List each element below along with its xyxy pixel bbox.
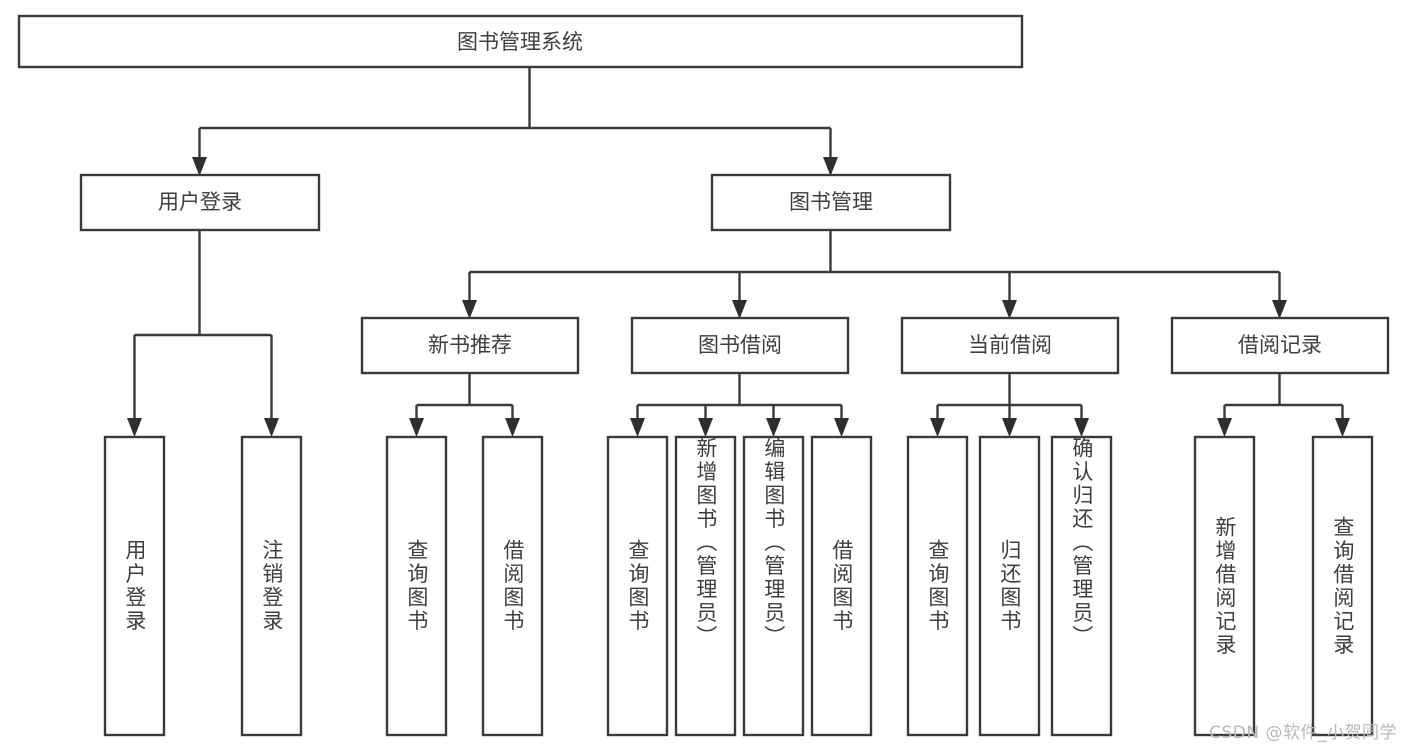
node-book-manage[interactable]: 图书管理 [710,173,952,232]
arrowhead-icon [409,418,424,437]
node-book-borrow-label: 图书借阅 [698,333,782,357]
arrowhead-icon [192,157,207,176]
leaf-box-borrow-edit-book[interactable] [742,435,805,737]
node-book-manage-box[interactable] [710,173,952,232]
leaf-box-group [103,435,1374,737]
connector-group [133,67,1344,420]
leaf-box-recommend-borrow-book[interactable] [481,435,544,737]
node-new-book-recommend-box[interactable] [360,316,580,375]
arrowhead-icon [930,418,945,437]
node-user-login-label: 用户登录 [158,190,242,214]
arrowhead-icon [1002,418,1017,437]
arrowhead-icon [505,418,520,437]
arrowhead-icon [823,157,838,176]
node-book-manage-label: 图书管理 [789,190,873,214]
leaf-box-current-query-book[interactable] [906,435,969,737]
arrowhead-icon [1272,300,1287,319]
leaf-box-user-login[interactable] [103,435,166,737]
node-book-borrow-box[interactable] [630,316,850,375]
arrowhead-icon [127,418,142,437]
arrowhead-icon [264,418,279,437]
node-root-label: 图书管理系统 [457,30,583,54]
leaf-box-current-confirm-return[interactable] [1050,435,1113,737]
node-user-login-box[interactable] [79,173,321,232]
node-root[interactable]: 图书管理系统 [17,14,1024,69]
node-current-borrow[interactable]: 当前借阅 [900,316,1120,375]
arrowhead-icon [1074,418,1089,437]
leaf-box-current-return-book[interactable] [978,435,1041,737]
arrowhead-icon [462,300,477,319]
node-borrow-record-label: 借阅记录 [1238,333,1322,357]
leaf-box-borrow-query-book[interactable] [606,435,669,737]
arrowhead-icon [1002,300,1017,319]
leaf-box-user-logout[interactable] [240,435,303,737]
arrowhead-icon [732,300,747,319]
node-current-borrow-box[interactable] [900,316,1120,375]
arrowhead-icon [834,418,849,437]
node-user-login[interactable]: 用户登录 [79,173,321,232]
leaf-box-recommend-query-book[interactable] [385,435,448,737]
leaf-box-record-add[interactable] [1193,435,1256,737]
node-borrow-record[interactable]: 借阅记录 [1170,316,1390,375]
leaf-box-borrow-add-book[interactable] [674,435,737,737]
leaf-box-record-query[interactable] [1311,435,1374,737]
node-root-box[interactable] [17,14,1024,69]
arrowhead-icon [766,418,781,437]
node-current-borrow-label: 当前借阅 [968,333,1052,357]
arrowhead-icon [1217,418,1232,437]
node-new-book-recommend-label: 新书推荐 [428,333,512,357]
arrowhead-icon [1335,418,1350,437]
arrowhead-icon [698,418,713,437]
arrowhead-icon [630,418,645,437]
node-new-book-recommend[interactable]: 新书推荐 [360,316,580,375]
node-book-borrow[interactable]: 图书借阅 [630,316,850,375]
node-borrow-record-box[interactable] [1170,316,1390,375]
arrowhead-group [127,157,1350,437]
watermark-text: CSDN @软件_小贺同学 [1209,723,1397,743]
leaf-box-borrow-borrow-book[interactable] [810,435,873,737]
